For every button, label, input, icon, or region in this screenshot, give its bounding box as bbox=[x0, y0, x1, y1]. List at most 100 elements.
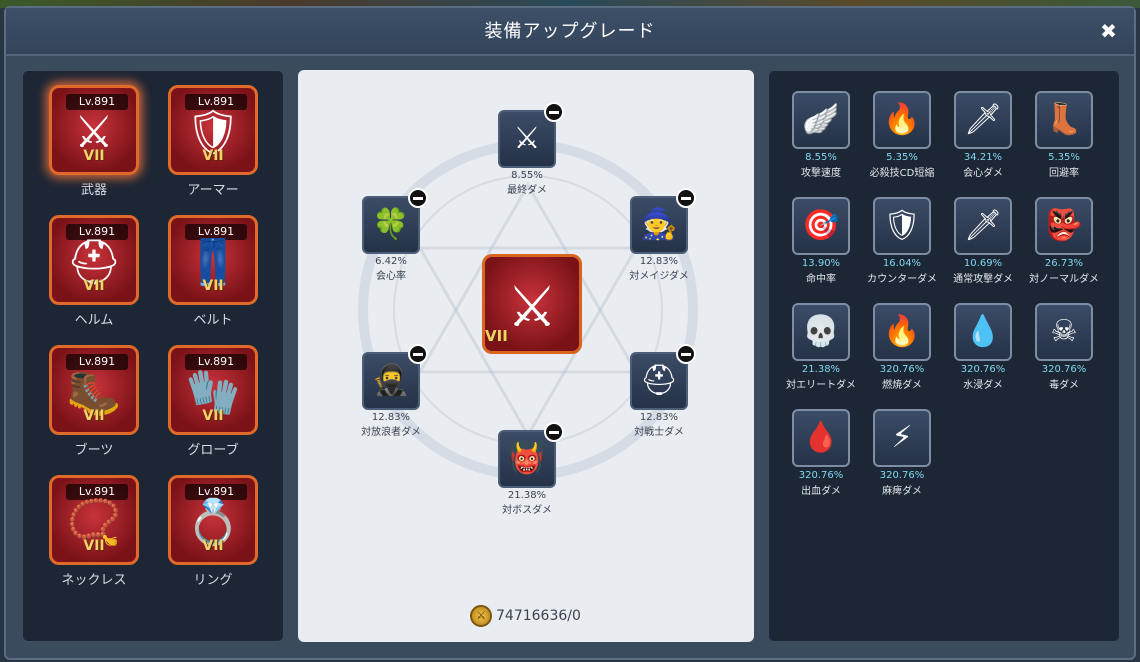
stat-name: 命中率 bbox=[806, 274, 836, 285]
stat-normal-attack[interactable]: 🗡 10.69% 通常攻撃ダメ bbox=[943, 197, 1023, 285]
stat-name: 出血ダメ bbox=[801, 486, 841, 497]
claw-mark-icon: 🩸 bbox=[792, 409, 850, 467]
selected-rank: VII bbox=[485, 327, 508, 345]
background-strip bbox=[0, 0, 1140, 8]
equip-rank: VII bbox=[202, 278, 224, 294]
equip-frame: Lv.891 🥾 VII bbox=[49, 345, 139, 435]
selected-equipment[interactable]: ⚔ VII bbox=[482, 254, 582, 354]
stat-paralysis-damage[interactable]: ⚡ 320.76% 麻痺ダメ bbox=[862, 409, 942, 497]
equip-frame: Lv.891 🧤 VII bbox=[168, 345, 258, 435]
stat-accuracy[interactable]: 🎯 13.90% 命中率 bbox=[781, 197, 861, 285]
gold-counter: ⚔74716636/0 bbox=[470, 604, 581, 628]
close-button[interactable]: ✖ bbox=[1100, 19, 1118, 43]
equip-slot-gloves[interactable]: Lv.891 🧤 VII グローブ bbox=[168, 345, 258, 458]
equip-level: Lv.891 bbox=[66, 484, 128, 500]
sub-stat-icon: ⛑ bbox=[630, 344, 696, 410]
equip-level: Lv.891 bbox=[185, 484, 247, 500]
stat-name: 水浸ダメ bbox=[963, 380, 1003, 391]
sub-stat-icon: ⚔ bbox=[498, 102, 564, 168]
equip-slot-weapon[interactable]: Lv.891 ⚔ VII 武器 bbox=[49, 85, 139, 198]
stat-name: 通常攻撃ダメ bbox=[953, 274, 1013, 285]
boots-icon: 🥾 bbox=[66, 367, 122, 419]
equip-slot-ring[interactable]: Lv.891 💍 VII リング bbox=[168, 475, 258, 588]
equip-frame: Lv.891 ⛑ VII bbox=[49, 215, 139, 305]
equip-rank: VII bbox=[202, 148, 224, 164]
stat-name: 回避率 bbox=[1049, 168, 1079, 179]
sub-stat-value: 12.83% bbox=[371, 412, 411, 423]
equip-label: ヘルム bbox=[74, 313, 114, 328]
equip-slot-helm[interactable]: Lv.891 ⛑ VII ヘルム bbox=[49, 215, 139, 328]
equip-slot-armor[interactable]: Lv.891 🛡 VII アーマー bbox=[168, 85, 258, 198]
sword-icon: ⚔ bbox=[506, 274, 558, 340]
remove-button[interactable] bbox=[676, 188, 696, 208]
equip-frame: Lv.891 👖 VII bbox=[168, 215, 258, 305]
stat-value: 8.55% bbox=[805, 152, 837, 163]
stat-vs-elite[interactable]: 💀 21.38% 対エリートダメ bbox=[781, 303, 861, 391]
ring-icon: 💍 bbox=[185, 497, 241, 549]
stat-poison-damage[interactable]: ☠ 320.76% 毒ダメ bbox=[1024, 303, 1104, 391]
stat-value: 320.76% bbox=[960, 364, 1006, 375]
equip-rank: VII bbox=[83, 278, 105, 294]
stat-name: 毒ダメ bbox=[1049, 380, 1079, 391]
stat-value: 5.35% bbox=[886, 152, 918, 163]
stat-evasion[interactable]: 👢 5.35% 回避率 bbox=[1024, 91, 1104, 179]
sub-stat-panel: ⚔ VII ⚔ 8.55% 最終ダメ 🧙 12.83% 対メイジダメ ⛑ 12 bbox=[298, 70, 754, 642]
fireball-icon: 🔥 bbox=[873, 91, 931, 149]
equip-label: ブーツ bbox=[74, 443, 114, 458]
stat-burn-damage[interactable]: 🔥 320.76% 燃焼ダメ bbox=[862, 303, 942, 391]
stat-soak-damage[interactable]: 💧 320.76% 水浸ダメ bbox=[943, 303, 1023, 391]
sub-stat-crit-rate: 🍀 6.42% 会心率 bbox=[346, 188, 436, 282]
equip-rank: VII bbox=[83, 408, 105, 424]
skull-knight-icon: 💀 bbox=[792, 303, 850, 361]
sub-stat-name: 対メイジダメ bbox=[629, 271, 689, 282]
stat-counter-damage[interactable]: 🛡 16.04% カウンターダメ bbox=[862, 197, 942, 285]
remove-button[interactable] bbox=[408, 188, 428, 208]
winged-boot-icon: 👢 bbox=[1035, 91, 1093, 149]
equip-slot-necklace[interactable]: Lv.891 📿 VII ネックレス bbox=[49, 475, 139, 588]
armor-icon: 🛡 bbox=[185, 107, 241, 159]
dagger-icon: 🗡 bbox=[954, 197, 1012, 255]
clover-icon: 🍀 bbox=[372, 207, 410, 242]
sub-stat-value: 12.83% bbox=[639, 256, 679, 267]
belt-icon: 👖 bbox=[185, 237, 241, 289]
remove-button[interactable] bbox=[544, 102, 564, 122]
equip-level: Lv.891 bbox=[66, 354, 128, 370]
sub-stat-name: 対戦士ダメ bbox=[634, 427, 684, 438]
sub-stat-final-damage: ⚔ 8.55% 最終ダメ bbox=[482, 102, 572, 196]
stat-ultimate-cd[interactable]: 🔥 5.35% 必殺技CD短縮 bbox=[862, 91, 942, 179]
sub-stat-name: 対放浪者ダメ bbox=[361, 427, 421, 438]
stat-attack-speed[interactable]: 🪽 8.55% 攻撃速度 bbox=[781, 91, 861, 179]
stat-vs-normal[interactable]: 👺 26.73% 対ノーマルダメ bbox=[1024, 197, 1104, 285]
equip-frame: Lv.891 📿 VII bbox=[49, 475, 139, 565]
equip-frame: Lv.891 ⚔ VII bbox=[49, 85, 139, 175]
stat-name: 燃焼ダメ bbox=[882, 380, 922, 391]
stat-value: 21.38% bbox=[801, 364, 841, 375]
stat-bleed-damage[interactable]: 🩸 320.76% 出血ダメ bbox=[781, 409, 861, 497]
wing-icon: 🪽 bbox=[792, 91, 850, 149]
equip-rank: VII bbox=[202, 538, 224, 554]
sword-spark-icon: 🗡 bbox=[954, 91, 1012, 149]
stat-value: 320.76% bbox=[1041, 364, 1087, 375]
equip-level: Lv.891 bbox=[66, 94, 128, 110]
window-title: 装備アップグレード bbox=[484, 21, 656, 42]
equip-slot-belt[interactable]: Lv.891 👖 VII ベルト bbox=[168, 215, 258, 328]
equip-label: グローブ bbox=[187, 443, 239, 458]
sub-stat-name: 対ボスダメ bbox=[502, 505, 552, 516]
remove-button[interactable] bbox=[408, 344, 428, 364]
sub-stat-name: 最終ダメ bbox=[507, 185, 547, 196]
stat-value: 13.90% bbox=[801, 258, 841, 269]
stat-name: 攻撃速度 bbox=[801, 168, 841, 179]
equip-level: Lv.891 bbox=[185, 224, 247, 240]
equip-rank: VII bbox=[202, 408, 224, 424]
equip-level: Lv.891 bbox=[66, 224, 128, 240]
equip-slot-boots[interactable]: Lv.891 🥾 VII ブーツ bbox=[49, 345, 139, 458]
remove-button[interactable] bbox=[676, 344, 696, 364]
stat-crit-damage[interactable]: 🗡 34.21% 会心ダメ bbox=[943, 91, 1023, 179]
equip-label: アーマー bbox=[187, 183, 239, 198]
flame-icon: 🔥 bbox=[873, 303, 931, 361]
stat-value: 16.04% bbox=[882, 258, 922, 269]
stat-value: 34.21% bbox=[963, 152, 1003, 163]
stat-value: 320.76% bbox=[879, 364, 925, 375]
sub-stat-value: 21.38% bbox=[507, 490, 547, 501]
remove-button[interactable] bbox=[544, 422, 564, 442]
